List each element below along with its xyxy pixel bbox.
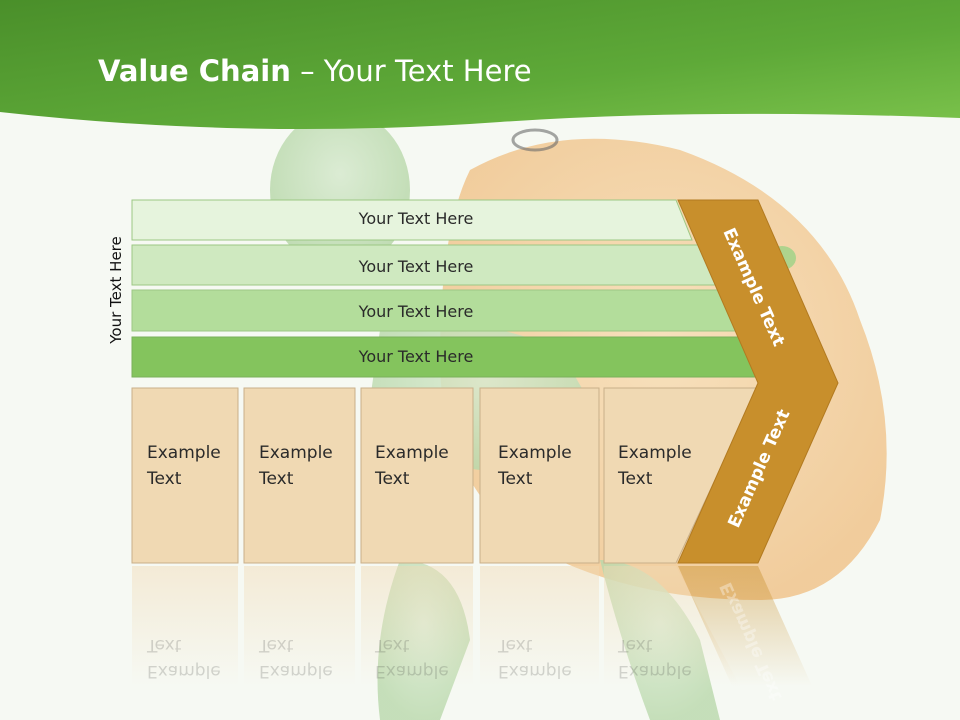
column-label-2-line1: Example [259, 443, 333, 463]
column-label-1: Example Text [147, 440, 221, 492]
column-label-3-line1: Example [375, 443, 449, 463]
title-bold: Value Chain [98, 54, 291, 88]
page-title: Value Chain – Your Text Here [98, 54, 532, 88]
column-label-4-line2: Text [498, 469, 533, 489]
title-rest: – Your Text Here [290, 54, 532, 88]
column-box-5 [603, 387, 759, 564]
column-label-5-line2: Text [618, 469, 653, 489]
column-label-5: Example Text [618, 440, 692, 492]
column-label-5-line1: Example [618, 443, 692, 463]
column-label-2-line2: Text [259, 469, 294, 489]
column-box-1 [131, 387, 239, 564]
row-bar-1 [131, 199, 693, 241]
row-label-3: Your Text Here [358, 302, 474, 321]
column-label-1-line1: Example [147, 443, 221, 463]
column-box-3 [360, 387, 474, 564]
header-band [0, 0, 960, 130]
column-label-4: Example Text [498, 440, 572, 492]
chevron-arrow [677, 199, 839, 564]
column-box-4 [479, 387, 600, 564]
column-label-2: Example Text [259, 440, 333, 492]
column-label-3: Example Text [375, 440, 449, 492]
side-axis-label: Your Text Here [107, 236, 125, 344]
column-label-4-line1: Example [498, 443, 572, 463]
row-label-4: Your Text Here [358, 347, 474, 366]
column-label-1-line2: Text [147, 469, 182, 489]
column-label-3-line2: Text [375, 469, 410, 489]
column-box-2 [243, 387, 356, 564]
row-label-1: Your Text Here [358, 209, 474, 228]
row-label-2: Your Text Here [358, 257, 474, 276]
